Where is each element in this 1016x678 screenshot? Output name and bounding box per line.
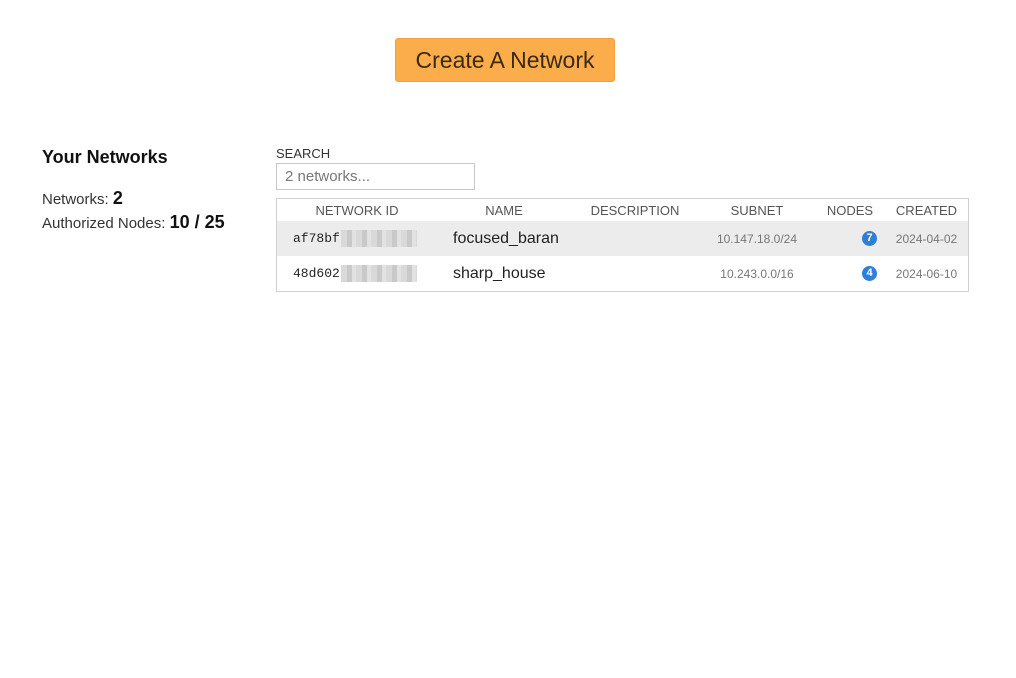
network-summary: Your Networks Networks: 2 Authorized Nod… [42, 146, 262, 235]
networks-label: Networks: [42, 191, 109, 208]
redacted-network-id [340, 230, 417, 247]
network-subnet: 10.243.0.0/16 [720, 266, 794, 281]
create-network-button[interactable]: Create A Network [395, 38, 615, 82]
search-label: SEARCH [276, 146, 331, 161]
nodes-cell: 7 [815, 231, 885, 246]
nodes-cell: 4 [815, 266, 885, 281]
column-header-subnet[interactable]: SUBNET [730, 202, 784, 218]
authorized-nodes-line: Authorized Nodes: 10 / 25 [42, 211, 262, 235]
network-name: focused_baran [453, 229, 559, 247]
network-created-date: 2024-04-02 [895, 231, 958, 246]
nodes-count-badge: 4 [862, 266, 877, 281]
column-header-name[interactable]: NAME [485, 202, 523, 218]
network-id: 48d602 [293, 266, 340, 281]
network-created-date: 2024-06-10 [895, 266, 958, 281]
column-header-network-id[interactable]: NETWORK ID [315, 202, 399, 218]
redacted-network-id [340, 265, 417, 282]
table-header: NETWORK ID NAME DESCRIPTION SUBNET NODES… [277, 199, 968, 221]
table-row[interactable]: 48d602 sharp_house 10.243.0.0/16 4 2024-… [277, 256, 968, 291]
authorized-nodes-label: Authorized Nodes: [42, 215, 166, 232]
column-header-nodes[interactable]: NODES [826, 202, 874, 218]
summary-title: Your Networks [42, 147, 168, 167]
search-input[interactable] [276, 163, 475, 190]
networks-table: NETWORK ID NAME DESCRIPTION SUBNET NODES… [276, 198, 969, 292]
network-id-cell: 48d602 [277, 265, 437, 282]
networks-count: 2 [112, 188, 123, 208]
network-subnet: 10.147.18.0/24 [716, 231, 798, 246]
network-id: af78bf [293, 231, 340, 246]
nodes-count-badge: 7 [862, 231, 877, 246]
table-row[interactable]: af78bf focused_baran 10.147.18.0/24 7 20… [277, 221, 968, 256]
column-header-description[interactable]: DESCRIPTION [590, 202, 680, 218]
networks-count-line: Networks: 2 [42, 187, 262, 211]
column-header-created[interactable]: CREATED [895, 202, 958, 218]
network-id-cell: af78bf [277, 230, 437, 247]
network-name: sharp_house [453, 264, 546, 282]
authorized-nodes-value: 10 / 25 [169, 212, 225, 232]
